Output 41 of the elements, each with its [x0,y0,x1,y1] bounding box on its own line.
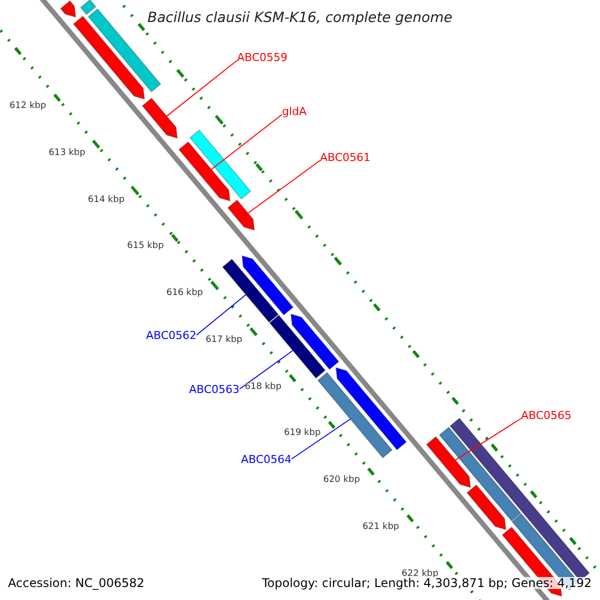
scale-label: 614 kbp [88,196,125,205]
gene-feature [189,129,252,200]
scale-label: 616 kbp [166,289,204,298]
scale-label: 615 kbp [127,242,164,252]
scale-label: 612 kbp [9,102,46,112]
leader-line [196,294,246,336]
leader-line [166,60,238,117]
leader-line [239,350,294,390]
genome-summary-text: Topology: circular; Length: 4,303,871 bp; Genes: 4,192 [262,577,592,589]
scale-label: 618 kbp [244,382,282,392]
leader-line [210,114,282,170]
gene-feature [290,313,340,370]
gene-feature [178,141,230,202]
gene-feature [72,16,145,100]
gene-feature [269,314,326,379]
gene-feature [242,255,294,316]
gene-label: ABC0564 [241,454,292,464]
gene-feature [466,484,506,530]
gene-label: ABC0565 [521,410,572,420]
gene-label: ABC0561 [320,152,371,162]
gene-label: ABC0562 [146,330,197,340]
scale-label: 621 kbp [362,522,400,532]
title: Bacillus clausii KSM-K16, complete genome [148,11,452,25]
leader-line [248,160,320,214]
leader-line [454,418,522,461]
gene-feature [60,0,76,18]
scale-label: 613 kbp [48,149,86,158]
gene-label: ABC0563 [189,384,240,394]
gene-feature [222,258,279,323]
gene-feature [227,199,255,231]
gene-label: gldA [282,106,307,116]
scale-label: 617 kbp [206,336,242,345]
gene-feature [335,367,407,450]
gene-feature [438,426,522,522]
gene-feature [426,436,471,488]
gene-label: ABC0559 [237,52,288,62]
scale-label: 619 kbp [284,429,321,438]
gene-feature [142,98,178,139]
scale-label: 620 kbp [323,476,360,486]
leader-line [291,418,351,460]
accession-text: Accession: NC_006582 [8,577,144,589]
